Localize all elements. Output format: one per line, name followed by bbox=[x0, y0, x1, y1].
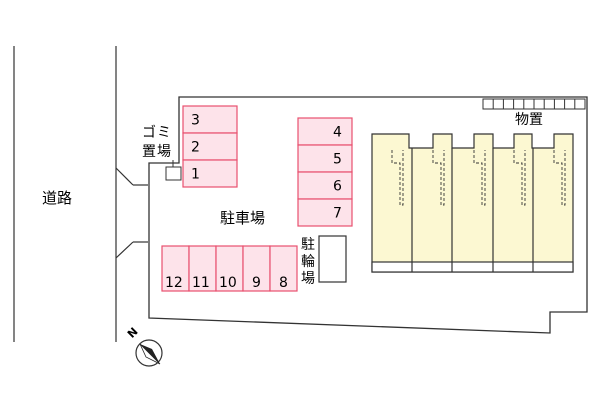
garbage-label: ゴミ置場 bbox=[142, 124, 171, 160]
unit-stair-outline bbox=[432, 150, 445, 206]
parking-space-number: 11 bbox=[192, 275, 210, 291]
parking-space-number: 2 bbox=[191, 140, 200, 156]
storage-sheds bbox=[482, 98, 586, 110]
parking-space-3: 3 bbox=[182, 105, 238, 134]
garbage-station bbox=[165, 166, 182, 181]
parking-space-number: 10 bbox=[219, 275, 237, 291]
parking-space-7: 7 bbox=[297, 198, 353, 227]
entrance-line-lower bbox=[115, 241, 134, 259]
parking-space-number: 7 bbox=[333, 206, 342, 222]
unit-stair-outline bbox=[513, 150, 526, 206]
unit-stair-outline bbox=[391, 150, 404, 206]
parking-space-11: 11 bbox=[188, 245, 217, 292]
parking-space-number: 12 bbox=[165, 275, 183, 291]
label-char: 場 bbox=[301, 271, 315, 287]
parking-space-number: 1 bbox=[191, 167, 200, 183]
bicycle-parking-label: 駐輪場 bbox=[301, 237, 315, 287]
parking-space-box bbox=[242, 245, 271, 292]
parking-space-5: 5 bbox=[297, 144, 353, 173]
entrance-line-upper bbox=[115, 167, 134, 186]
parking-space-10: 10 bbox=[215, 245, 244, 292]
garbage-label-char: 場 bbox=[157, 144, 171, 160]
bicycle-parking-area bbox=[318, 235, 347, 283]
garbage-label-char: 置 bbox=[142, 144, 156, 160]
parking-space-box bbox=[297, 198, 353, 227]
unit-stair-outline bbox=[553, 150, 566, 206]
storage-label: 物置 bbox=[515, 112, 543, 128]
parking-space-box bbox=[215, 245, 244, 292]
parking-space-12: 12 bbox=[161, 245, 190, 292]
parking-space-number: 4 bbox=[333, 125, 342, 141]
parking-space-2: 2 bbox=[182, 132, 238, 161]
parking-space-box bbox=[297, 171, 353, 200]
road-label: 道路 bbox=[42, 189, 72, 207]
unit-stair-outline bbox=[473, 150, 486, 206]
parking-space-6: 6 bbox=[297, 171, 353, 200]
compass-north-letter: N bbox=[125, 325, 141, 341]
north-arrow-icon: N bbox=[125, 325, 163, 367]
apartment-building bbox=[371, 133, 574, 273]
building-balcony bbox=[371, 261, 574, 273]
parking-space-number: 6 bbox=[333, 179, 342, 195]
parking-left-column: 3 2 1 bbox=[182, 105, 238, 188]
parking-space-box bbox=[188, 245, 217, 292]
parking-space-number: 5 bbox=[333, 152, 342, 168]
label-char: 輪 bbox=[301, 253, 315, 270]
parking-space-box bbox=[297, 144, 353, 173]
compass-needle-light bbox=[139, 343, 161, 365]
parking-space-9: 9 bbox=[242, 245, 271, 292]
parking-space-number: 8 bbox=[279, 275, 288, 291]
parking-right-column: 4 5 6 7 bbox=[297, 117, 353, 227]
parking-bottom-row: 12 11 10 9 8 bbox=[161, 245, 298, 292]
building-outline bbox=[371, 133, 574, 273]
label-char: 駐 bbox=[301, 237, 315, 253]
parking-space-box bbox=[182, 132, 238, 161]
parking-space-number: 9 bbox=[252, 275, 261, 291]
garbage-label-char: ミ bbox=[157, 125, 171, 141]
garbage-label-char: ゴ bbox=[142, 124, 156, 141]
parking-space-1: 1 bbox=[182, 159, 238, 188]
parking-space-box bbox=[161, 245, 190, 292]
parking-space-4: 4 bbox=[297, 117, 353, 146]
parking-space-8: 8 bbox=[269, 245, 298, 292]
parking-space-box bbox=[182, 159, 238, 188]
parking-space-box bbox=[297, 117, 353, 146]
parking-space-box bbox=[182, 105, 238, 134]
parking-space-number: 3 bbox=[191, 113, 200, 129]
parking-label: 駐車場 bbox=[220, 209, 265, 227]
parking-space-box bbox=[269, 245, 298, 292]
